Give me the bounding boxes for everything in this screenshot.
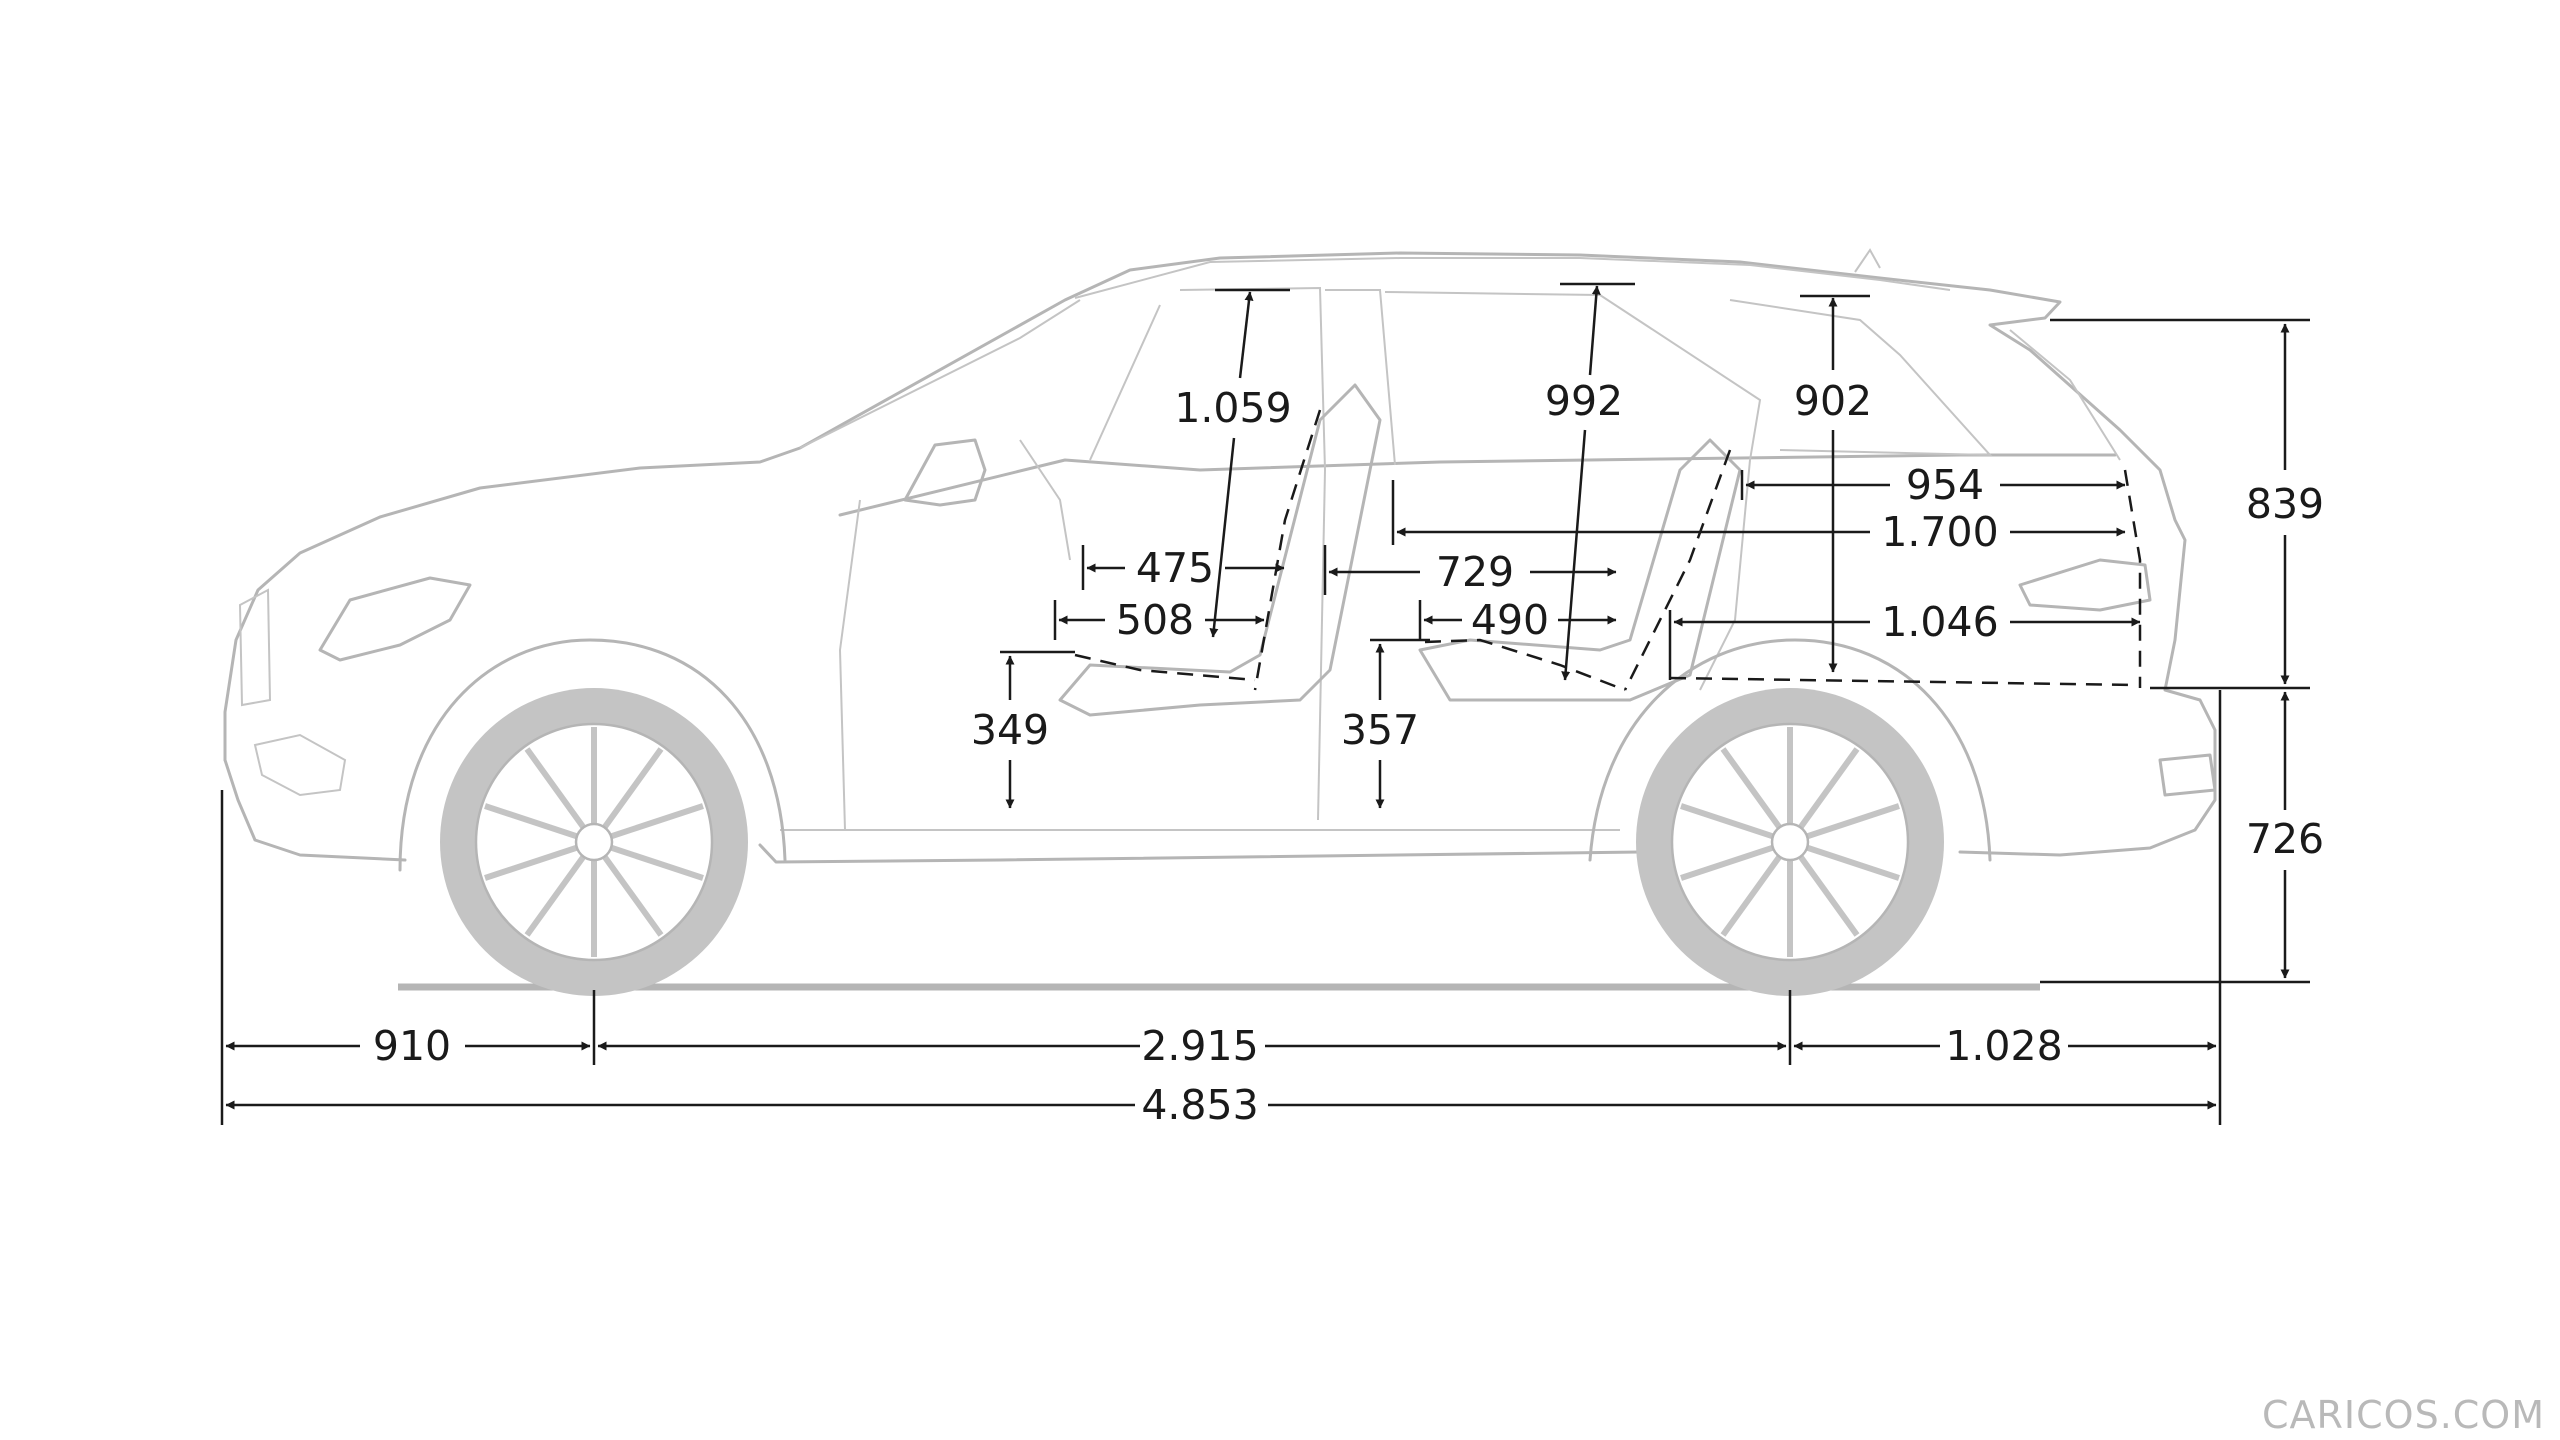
label-front-legroom: 475 (1136, 544, 1214, 592)
side-mirror (903, 438, 987, 507)
dim-cargo-length-max: 1.700 (1391, 480, 2126, 556)
front-wheel (440, 688, 748, 996)
dim-headroom-front: 1.059 (1174, 288, 1292, 638)
dim-front-seat-height: 349 (971, 650, 1075, 809)
rear-wheel (1636, 688, 1944, 996)
cargo-floor-dashed (1669, 676, 2136, 687)
taillight (2018, 558, 2152, 612)
rear-wheel-arch (1588, 638, 1992, 862)
roof-rack-fin (1854, 248, 1881, 273)
dim-cargo-height: 902 (1794, 294, 1872, 673)
label-rear-legroom: 729 (1436, 548, 1514, 596)
dim-front-overhang: 910 (225, 1022, 591, 1070)
a-pillar (1089, 304, 1161, 461)
middle-door-line (1317, 469, 1326, 821)
dim-cargo-length-floor: 1.046 (1668, 598, 2141, 680)
rear-seatback-dashed (1623, 449, 1732, 691)
car-lower-body (758, 843, 1642, 864)
dim-headroom-rear: 992 (1545, 282, 1635, 681)
dim-roof-to-sill: 839 (2246, 323, 2324, 685)
dim-overall-length: 4.853 (225, 1081, 2217, 1129)
label-wheelbase: 2.915 (1141, 1022, 1258, 1070)
dim-front-seat-depth: 508 (1053, 596, 1265, 644)
front-cushion-dashed (1074, 653, 1256, 682)
car-silhouette (223, 248, 2217, 996)
rear-door-line (1699, 459, 1751, 691)
label-headroom-front: 1.059 (1174, 384, 1291, 432)
steering-wheel (1019, 439, 1071, 561)
front-seat (1058, 383, 1382, 717)
tailgate-glass (2009, 329, 2121, 461)
label-sill-height: 726 (2246, 815, 2324, 863)
label-headroom-rear: 992 (1545, 377, 1623, 425)
car-body-outline (223, 251, 2217, 857)
label-rear-seat-height: 357 (1341, 706, 1419, 754)
label-cargo-length-upper: 954 (1906, 461, 1984, 509)
rear-exhaust (2158, 753, 2217, 797)
rear-cushion-dashed (1424, 638, 1626, 692)
label-roof-to-sill: 839 (2246, 480, 2324, 528)
dim-rear-seat-height: 357 (1341, 638, 1430, 809)
label-front-overhang: 910 (373, 1022, 451, 1070)
label-overall-length: 4.853 (1141, 1081, 1258, 1129)
dim-sill-height: 726 (2246, 691, 2324, 979)
dimension-lines: 910 2.915 1.028 4.853 839 (220, 282, 2324, 1129)
label-rear-seat-depth: 490 (1471, 596, 1549, 644)
b-pillar (1325, 289, 1396, 466)
grille (238, 588, 272, 707)
windshield (799, 299, 1081, 449)
roof-rail (1074, 257, 1951, 299)
headlight (318, 576, 472, 662)
rear-quarter-window (1729, 299, 1993, 457)
dim-cargo-length-upper: 954 (1740, 461, 2126, 509)
label-front-seat-height: 349 (971, 706, 1049, 754)
front-bumper (223, 758, 407, 862)
dim-rear-legroom: 729 (1323, 545, 1617, 596)
dim-wheelbase: 2.915 (597, 1022, 1787, 1070)
watermark-text: CARICOS.COM (2262, 1393, 2545, 1437)
label-cargo-length-max: 1.700 (1881, 508, 1998, 556)
label-cargo-length-floor: 1.046 (1881, 598, 1998, 646)
rear-seat (1418, 438, 1742, 702)
label-front-seat-depth: 508 (1116, 596, 1194, 644)
front-wheel-arch (398, 638, 787, 872)
front-seatback-dashed (1253, 409, 1322, 691)
rear-window (1384, 291, 1762, 461)
front-door-line (838, 499, 861, 831)
tailgate-dashed (2123, 469, 2142, 688)
front-air-intake (253, 733, 347, 797)
label-cargo-height: 902 (1794, 377, 1872, 425)
front-window (1179, 286, 1326, 471)
label-rear-overhang: 1.028 (1945, 1022, 2062, 1070)
dim-front-legroom: 475 (1081, 544, 1285, 592)
dim-rear-seat-depth: 490 (1418, 596, 1617, 644)
dim-rear-overhang: 1.028 (1793, 1022, 2217, 1070)
